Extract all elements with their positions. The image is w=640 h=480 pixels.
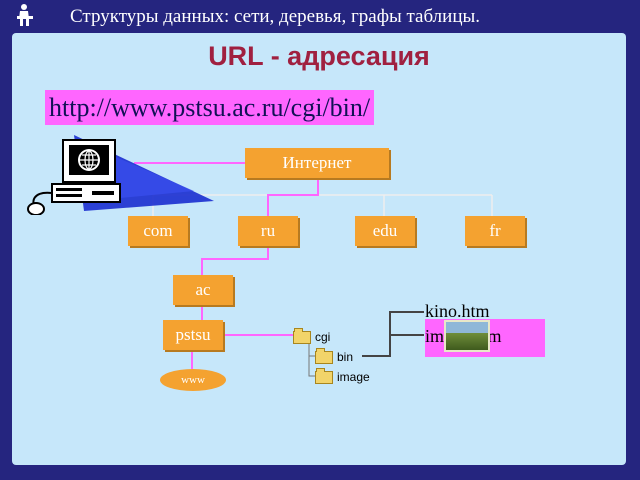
presentation-title: Структуры данных: сети, деревья, графы т… bbox=[70, 6, 481, 27]
slide-panel: URL - адресация http://www.pstsu.ac.ru/c… bbox=[12, 33, 626, 465]
folder-label: cgi bbox=[315, 330, 331, 344]
file-kino[interactable]: kino.htm bbox=[425, 301, 490, 321]
folder-label: image bbox=[337, 370, 370, 384]
reader-icon bbox=[17, 4, 33, 26]
folder-label: bin bbox=[337, 350, 354, 364]
node-edu[interactable]: edu bbox=[355, 216, 415, 246]
slide-title: URL - адресация bbox=[208, 41, 430, 71]
node-ru[interactable]: ru bbox=[238, 216, 298, 246]
computer-icon bbox=[27, 135, 214, 215]
folder-icon bbox=[315, 348, 333, 365]
folder-cgi[interactable]: cgi bbox=[293, 328, 331, 345]
folder-bin[interactable]: bin bbox=[315, 348, 354, 365]
node-ac[interactable]: ac bbox=[173, 275, 233, 305]
folder-image[interactable]: image bbox=[315, 368, 370, 385]
node-internet[interactable]: Интернет bbox=[245, 148, 389, 178]
node-fr[interactable]: fr bbox=[465, 216, 525, 246]
folder-icon bbox=[315, 368, 333, 385]
folder-icon bbox=[293, 328, 311, 345]
tree-connectors bbox=[134, 162, 493, 377]
node-com[interactable]: com bbox=[128, 216, 188, 246]
node-pstsu[interactable]: pstsu bbox=[163, 320, 223, 350]
url-address[interactable]: http://www.pstsu.ac.ru/cgi/bin/ bbox=[45, 90, 375, 125]
landscape-thumbnail bbox=[444, 320, 490, 352]
node-www[interactable]: www bbox=[160, 369, 226, 391]
